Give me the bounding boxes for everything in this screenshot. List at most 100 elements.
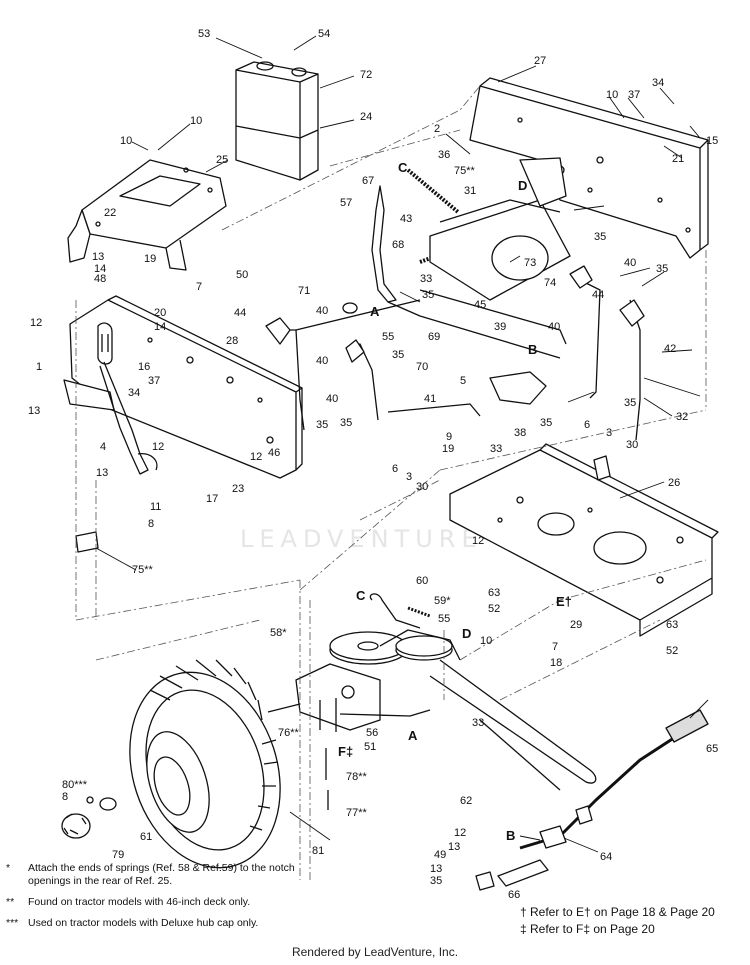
callout-45: 45 bbox=[474, 299, 486, 311]
callout-3: 3 bbox=[406, 471, 412, 483]
callout-18: 18 bbox=[550, 657, 562, 669]
callout-8: 8 bbox=[148, 518, 154, 530]
callout-51: 51 bbox=[364, 741, 376, 753]
callout-68: 68 bbox=[392, 239, 404, 251]
callout-8: 8 bbox=[62, 791, 68, 803]
callout-24: 24 bbox=[360, 111, 372, 123]
callout-64: 64 bbox=[600, 851, 612, 863]
callout-35: 35 bbox=[422, 289, 434, 301]
letter-B: B bbox=[528, 342, 537, 357]
callout-43: 43 bbox=[400, 213, 412, 225]
callout-26: 26 bbox=[668, 477, 680, 489]
callout-69: 69 bbox=[428, 331, 440, 343]
callout-40: 40 bbox=[624, 257, 636, 269]
callout-5: 5 bbox=[460, 375, 466, 387]
callout-59: 59* bbox=[434, 595, 451, 607]
callout-70: 70 bbox=[416, 361, 428, 373]
callout-2: 2 bbox=[434, 123, 440, 135]
dash-bracket bbox=[67, 159, 227, 271]
letter-C: C bbox=[356, 588, 366, 603]
rod-56 bbox=[339, 709, 431, 717]
callout-42: 42 bbox=[664, 343, 676, 355]
callout-30: 30 bbox=[416, 481, 428, 493]
page-references: † Refer to E† on Page 18 & Page 20 ‡ Ref… bbox=[520, 904, 745, 938]
callout-22: 22 bbox=[104, 207, 116, 219]
callout-23: 23 bbox=[232, 483, 244, 495]
callout-78: 78** bbox=[346, 771, 368, 783]
shift-plate bbox=[429, 157, 571, 301]
callout-labels: 53 54 72 24 27 34 10 37 15 21 2 36 75** … bbox=[28, 28, 718, 901]
callout-10: 10 bbox=[480, 635, 492, 647]
callout-81: 81 bbox=[312, 845, 324, 857]
callout-57: 57 bbox=[340, 197, 352, 209]
callout-13: 13 bbox=[96, 467, 108, 479]
callout-52: 52 bbox=[488, 603, 500, 615]
callout-13: 13 bbox=[430, 863, 442, 875]
callout-14: 14 bbox=[94, 263, 106, 275]
callout-14: 14 bbox=[154, 321, 166, 333]
callout-27: 27 bbox=[534, 55, 546, 67]
rear-tire bbox=[129, 659, 281, 869]
callout-11: 11 bbox=[150, 501, 161, 513]
letter-D: D bbox=[518, 178, 527, 193]
callout-35: 35 bbox=[316, 419, 328, 431]
callout-52: 52 bbox=[666, 645, 678, 657]
callout-33: 33 bbox=[420, 273, 432, 285]
callout-61: 61 bbox=[140, 831, 152, 843]
letter-C: C bbox=[398, 160, 408, 175]
callout-16: 16 bbox=[138, 361, 150, 373]
callout-37: 37 bbox=[148, 375, 160, 387]
callout-35: 35 bbox=[656, 263, 668, 275]
shoulder-bolts bbox=[319, 698, 337, 810]
callout-40: 40 bbox=[316, 305, 328, 317]
callout-73: 73 bbox=[524, 257, 536, 269]
callout-31: 31 bbox=[464, 185, 476, 197]
reference-f: ‡ Refer to F‡ on Page 20 bbox=[520, 922, 655, 936]
rod-42 bbox=[635, 399, 641, 441]
callout-76: 76** bbox=[278, 727, 300, 739]
callout-39: 39 bbox=[494, 321, 506, 333]
callout-49: 49 bbox=[434, 849, 446, 861]
callout-60: 60 bbox=[416, 575, 428, 587]
callout-10: 10 bbox=[606, 89, 618, 101]
callout-19: 19 bbox=[442, 443, 454, 455]
letter-A: A bbox=[370, 304, 380, 319]
letter-E: E† bbox=[556, 594, 572, 609]
callout-9: 9 bbox=[446, 431, 452, 443]
letter-B: B bbox=[506, 828, 515, 843]
gear-selector bbox=[489, 371, 547, 405]
spring-60 bbox=[369, 593, 421, 629]
callout-6: 6 bbox=[392, 463, 398, 475]
drive-belt bbox=[429, 659, 597, 784]
spring-59 bbox=[407, 606, 431, 618]
callout-40: 40 bbox=[316, 355, 328, 367]
callout-58: 58* bbox=[270, 627, 287, 639]
callout-12: 12 bbox=[30, 317, 42, 329]
callout-38: 38 bbox=[514, 427, 526, 439]
callout-56: 56 bbox=[366, 727, 378, 739]
callout-10: 10 bbox=[120, 135, 132, 147]
callout-13: 13 bbox=[28, 405, 40, 417]
callout-72: 72 bbox=[360, 69, 372, 81]
callout-50: 50 bbox=[236, 269, 248, 281]
shift-linkages bbox=[265, 185, 645, 431]
letter-D: D bbox=[462, 626, 471, 641]
spring-36 bbox=[406, 168, 460, 214]
callout-62: 62 bbox=[460, 795, 472, 807]
alignment-lines bbox=[75, 85, 707, 880]
callout-37: 37 bbox=[628, 89, 640, 101]
callout-35: 35 bbox=[340, 417, 352, 429]
callout-33: 33 bbox=[490, 443, 502, 455]
callout-19: 19 bbox=[144, 253, 156, 265]
callout-55: 55 bbox=[438, 613, 450, 625]
callout-71: 71 bbox=[298, 285, 310, 297]
hub-cap bbox=[61, 796, 117, 839]
leader-lines bbox=[95, 35, 709, 853]
callout-29: 29 bbox=[570, 619, 582, 631]
callout-13: 13 bbox=[92, 251, 104, 263]
callout-77: 77** bbox=[346, 807, 368, 819]
callout-48: 48 bbox=[94, 273, 106, 285]
callout-35: 35 bbox=[594, 231, 606, 243]
callout-80: 80*** bbox=[62, 779, 88, 791]
